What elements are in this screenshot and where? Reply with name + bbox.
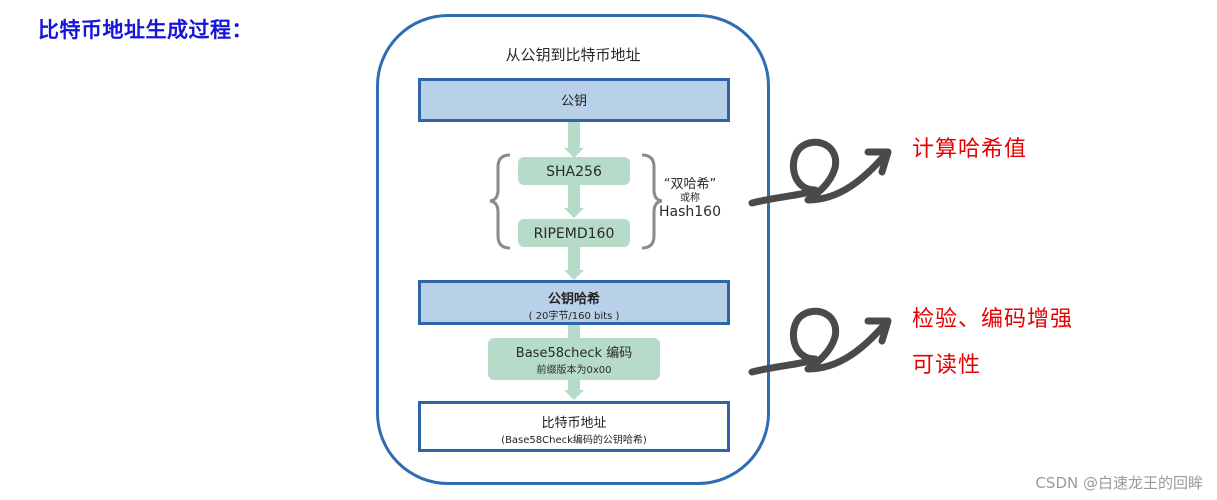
flow-arrowhead xyxy=(564,390,584,400)
flow-shaft xyxy=(568,325,580,339)
diagram-frame xyxy=(376,14,770,485)
page-title: 比特币地址生成过程： xyxy=(38,18,253,42)
public-key-hash-detail: ( 20字节/160 bits ) xyxy=(528,311,620,322)
flow-arrowhead xyxy=(564,208,584,218)
loop-arrow-icon xyxy=(748,138,892,207)
flow-arrowhead xyxy=(564,270,584,280)
right-brace xyxy=(641,153,663,250)
base58check-label: Base58check 编码 xyxy=(515,346,633,361)
bitcoin-address-label: 比特币地址 xyxy=(541,416,607,431)
base58check-detail: 前缀版本为0x00 xyxy=(536,365,612,376)
annotation-line: 可读性 xyxy=(912,353,982,378)
hash-note-quoted: “双哈希” xyxy=(663,177,717,192)
hash-note-name: Hash160 xyxy=(659,204,721,221)
left-brace xyxy=(489,153,511,250)
diagram-title: 从公钥到比特币地址 xyxy=(505,46,641,64)
flow-shaft xyxy=(568,247,580,272)
ripemd160-step: RIPEMD160 xyxy=(518,219,630,247)
sha256-label: SHA256 xyxy=(546,164,602,180)
ripemd160-label: RIPEMD160 xyxy=(533,226,615,242)
annotation-line: 计算哈希值 xyxy=(912,137,1028,162)
loop-arrow-icon xyxy=(748,307,892,376)
annotation-encode: 检验、编码增强 可读性 xyxy=(912,297,1073,389)
flow-arrowhead xyxy=(564,148,584,158)
flow-shaft xyxy=(568,122,580,150)
public-key-box: 公钥 xyxy=(418,78,730,122)
sha256-step: SHA256 xyxy=(518,157,630,185)
bitcoin-address-detail: (Base58Check编码的公钥哈希) xyxy=(501,435,647,446)
public-key-label: 公钥 xyxy=(560,94,587,109)
flow-shaft xyxy=(568,185,580,210)
hash-note-or-called: 或称 xyxy=(680,192,700,204)
flow-shaft xyxy=(568,380,580,392)
hash160-note: “双哈希” 或称 Hash160 xyxy=(650,177,730,221)
public-key-hash-box: 公钥哈希 ( 20字节/160 bits ) xyxy=(418,280,730,325)
bitcoin-address-box: 比特币地址 (Base58Check编码的公钥哈希) xyxy=(418,401,730,452)
watermark: CSDN @白速龙王的回眸 xyxy=(1035,474,1203,492)
annotation-hash: 计算哈希值 xyxy=(912,131,1027,163)
annotation-line: 检验、编码增强 xyxy=(912,307,1074,332)
base58check-step: Base58check 编码 前缀版本为0x00 xyxy=(488,338,660,380)
public-key-hash-label: 公钥哈希 xyxy=(547,292,600,307)
